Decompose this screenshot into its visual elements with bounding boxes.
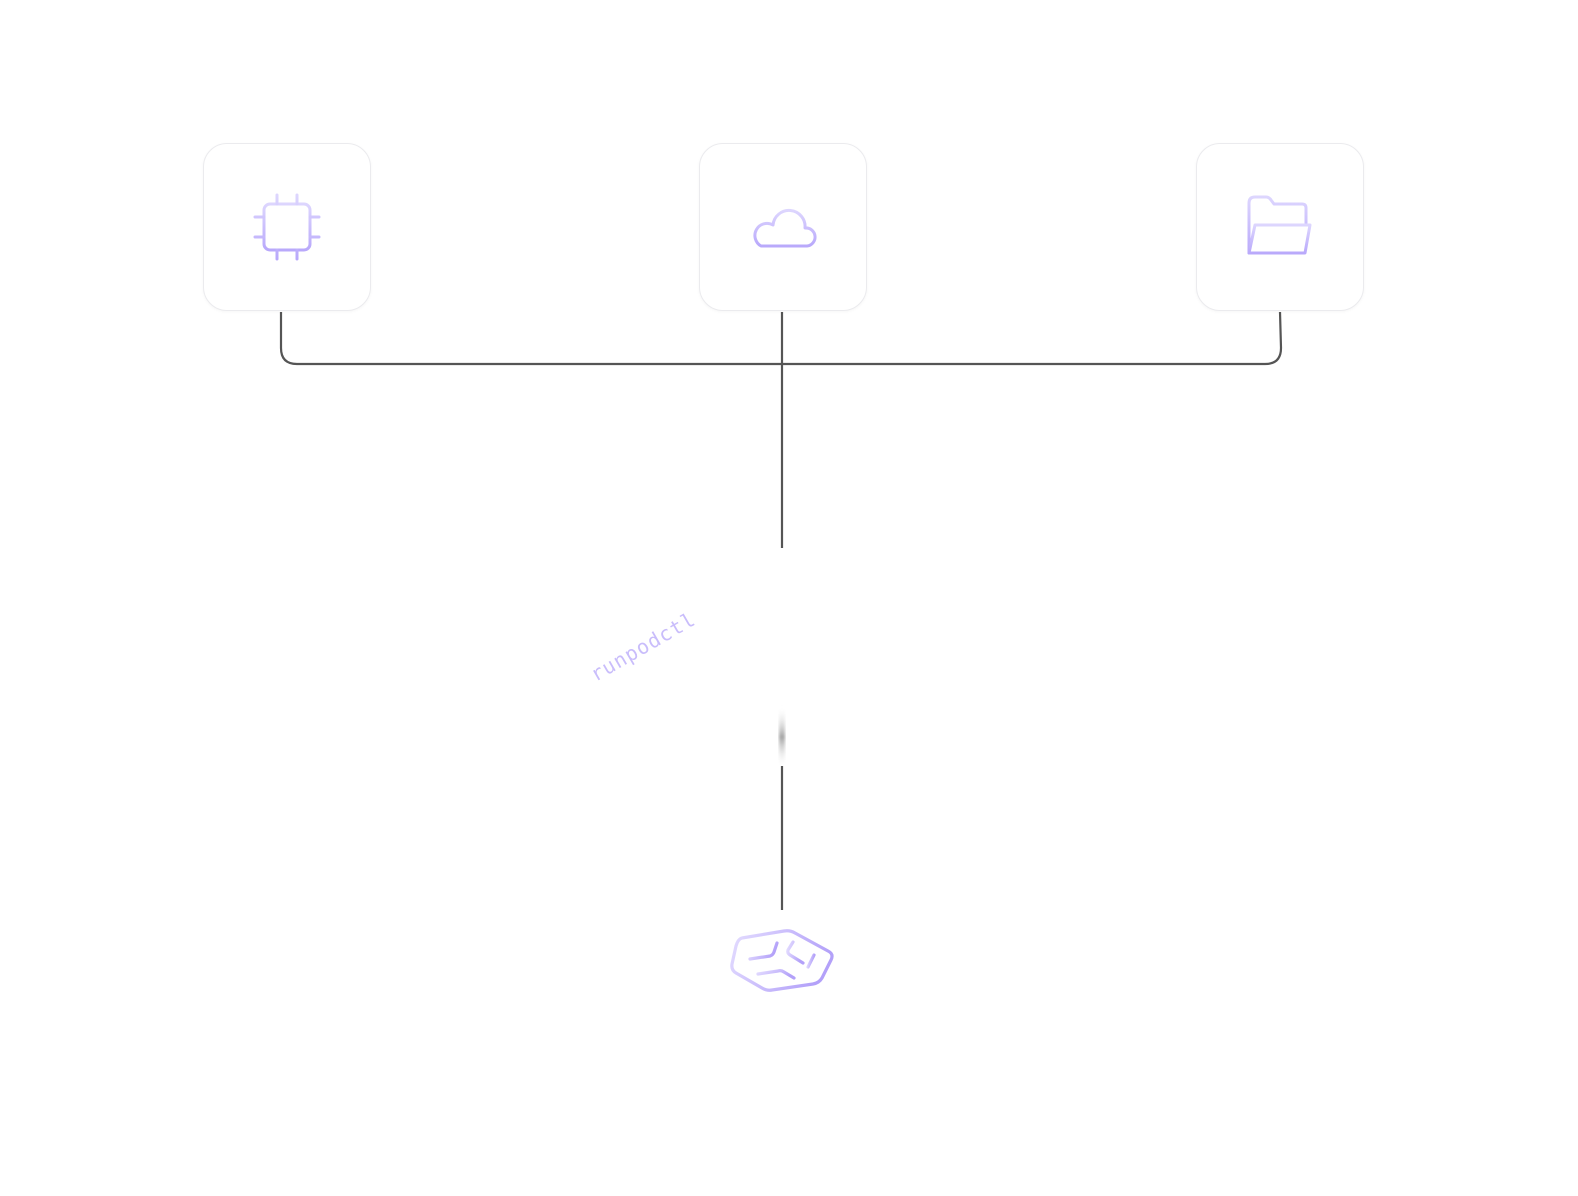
folder-node — [1196, 143, 1364, 311]
cpu-node — [203, 143, 371, 311]
runpod-logo-icon — [730, 929, 834, 992]
cloud-icon — [753, 209, 817, 248]
fade-segment — [779, 706, 785, 768]
cpu-chip-icon — [253, 193, 321, 261]
folder-open-icon — [1247, 195, 1312, 255]
cloud-node — [699, 143, 867, 311]
